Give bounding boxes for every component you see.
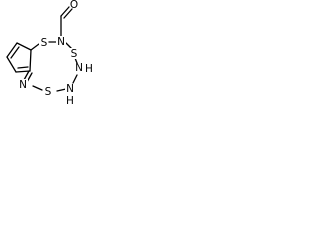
molecular-structure-diagram: O N S S N H N S N H [6, 0, 93, 106]
bond-cp-1 [16, 42, 32, 51]
bond-s-n-bottom [32, 85, 43, 91]
bond-nh-nh [72, 74, 78, 84]
atom-oxygen: O [70, 0, 78, 11]
atom-nitrogen-top: N [57, 36, 65, 48]
bonds [6, 6, 78, 92]
bond-cp-2 [6, 42, 18, 58]
bond-cp-2-double [10, 46, 20, 59]
bond-fused-cc [29, 49, 32, 72]
bond-cp-4-double [17, 66, 29, 69]
atom-sulfur-bottom: S [45, 86, 52, 98]
bond-cho-carbon-oxygen-1 [60, 6, 70, 17]
atom-nitrogen-right: N [75, 62, 83, 74]
bond-cp-4 [15, 70, 31, 73]
atom-nitrogen-bottom: N [66, 83, 74, 95]
atom-sulfur-left: S [41, 37, 48, 49]
bond-s-left-c [30, 43, 40, 51]
atom-hydrogen-right: H [85, 63, 93, 75]
atom-nitrogen-bottom-left: N [19, 79, 27, 91]
atom-labels: O N S S N H N S N H [18, 0, 93, 106]
atom-hydrogen-bottom: H [66, 95, 74, 106]
bond-cho-carbon-oxygen-2 [63, 8, 73, 19]
bond-cp-3 [6, 56, 17, 73]
bond-n-c-double-1 [23, 70, 30, 81]
atom-sulfur-right: S [71, 48, 78, 60]
bond-nh-s-bottom [56, 88, 67, 92]
